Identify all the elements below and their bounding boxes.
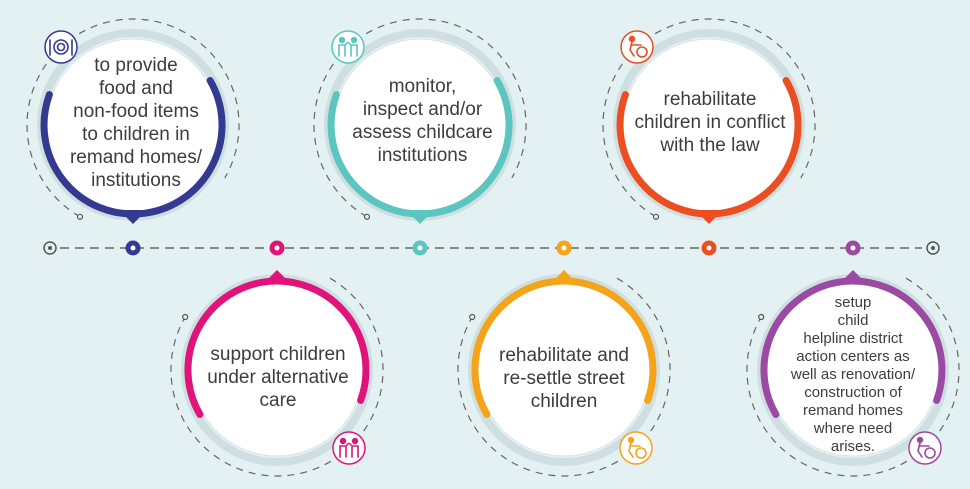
food-plate-icon bbox=[49, 39, 73, 56]
step-2-timeline-dot-center bbox=[274, 245, 280, 251]
step-3-dashed-ring bbox=[313, 18, 527, 218]
step-4-ring-end bbox=[469, 313, 476, 321]
step-5-ring-end bbox=[652, 213, 660, 220]
step-4-node bbox=[457, 240, 671, 477]
step-1-label: to provide food and non-food items to ch… bbox=[69, 55, 202, 191]
step-6-timeline-dot-center bbox=[850, 245, 856, 251]
step-2-ring-end bbox=[182, 313, 189, 321]
step-3-node bbox=[313, 18, 527, 256]
step-5-dashed-ring bbox=[602, 18, 816, 218]
step-1-dashed-ring bbox=[26, 18, 240, 218]
step-5-timeline-dot-center bbox=[706, 245, 712, 251]
step-5-node bbox=[602, 18, 816, 256]
step-2-label: support children under alternative care bbox=[207, 343, 349, 411]
wheelchair-care-icon bbox=[627, 436, 647, 459]
step-3-label: monitor, inspect and/or assess childcare… bbox=[352, 75, 493, 166]
step-1-timeline-dot-center bbox=[130, 245, 136, 251]
step-3-pointer bbox=[406, 210, 434, 224]
step-2-node bbox=[170, 240, 384, 477]
step-3-timeline-dot-center bbox=[417, 245, 423, 251]
step-6-pointer bbox=[839, 270, 867, 284]
step-5-label: rehabilitate children in conflict with t… bbox=[634, 89, 786, 156]
timeline-end-marker bbox=[926, 241, 940, 255]
step-1-pointer bbox=[119, 210, 147, 224]
step-6-ring-end bbox=[758, 313, 765, 321]
step-2-dashed-ring bbox=[170, 277, 384, 477]
step-5-pointer bbox=[695, 210, 723, 224]
timeline-start-marker bbox=[43, 241, 57, 255]
step-1-ring-end bbox=[76, 213, 84, 220]
step-2-pointer bbox=[263, 270, 291, 284]
step-4-dashed-ring bbox=[457, 277, 671, 477]
step-6-node bbox=[746, 240, 960, 477]
step-1-node bbox=[26, 18, 240, 256]
step-4-pointer bbox=[550, 270, 578, 284]
step-3-ring-end bbox=[363, 213, 371, 220]
family-icon bbox=[339, 437, 359, 458]
step-6-dashed-ring bbox=[746, 277, 960, 477]
family-icon bbox=[338, 36, 358, 57]
step-6-label: setup child helpline district action cen… bbox=[790, 294, 916, 455]
step-4-label: rehabilitate and re-settle street childr… bbox=[499, 344, 629, 412]
step-4-timeline-dot-center bbox=[561, 245, 567, 251]
wheelchair-care-icon bbox=[628, 35, 648, 58]
wheelchair-care-icon bbox=[916, 436, 936, 459]
step-1-icon-badge bbox=[44, 30, 78, 64]
step-5-icon-badge bbox=[620, 30, 654, 64]
